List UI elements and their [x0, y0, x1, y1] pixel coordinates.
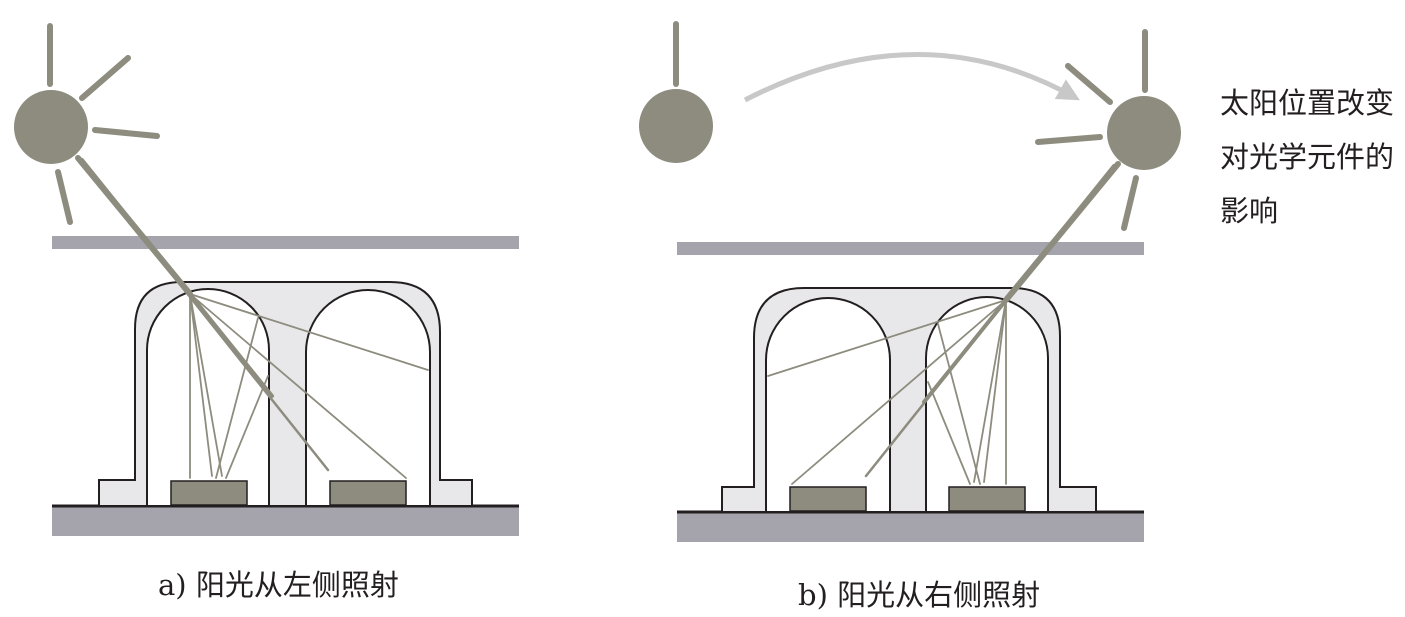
- sun-icon: [14, 23, 160, 225]
- annotation-line-3: 影响: [1220, 194, 1279, 228]
- sunlight-rays: [75, 155, 429, 479]
- caption-panel-a: a) 阳光从左侧照射: [158, 568, 399, 602]
- annotation-line-2: 对光学元件的: [1220, 140, 1395, 174]
- lens-cavity-left-b: [765, 297, 891, 513]
- led-chip-right-b: [948, 486, 1026, 512]
- panel-b: [639, 21, 1181, 542]
- substrate: [52, 506, 519, 536]
- cover-glass-b: [677, 242, 1144, 255]
- annotation-text: 太阳位置改变 对光学元件的 影响: [1220, 76, 1394, 238]
- substrate-b: [677, 512, 1144, 542]
- caption-panel-b: b) 阳光从右侧照射: [798, 578, 1041, 612]
- annotation-line-1: 太阳位置改变: [1220, 86, 1395, 120]
- led-chip-left: [170, 480, 248, 506]
- led-chip-right: [329, 480, 407, 506]
- led-chip-left-b: [789, 486, 867, 512]
- sun-start-icon: [639, 21, 713, 163]
- sunlight-rays-b: [767, 161, 1121, 485]
- lens-cavity-right: [305, 289, 431, 507]
- cover-glass: [52, 236, 519, 249]
- sun-end-icon: [1035, 29, 1181, 231]
- panel-a: [14, 23, 519, 536]
- sun-motion-arrow: [743, 52, 1080, 103]
